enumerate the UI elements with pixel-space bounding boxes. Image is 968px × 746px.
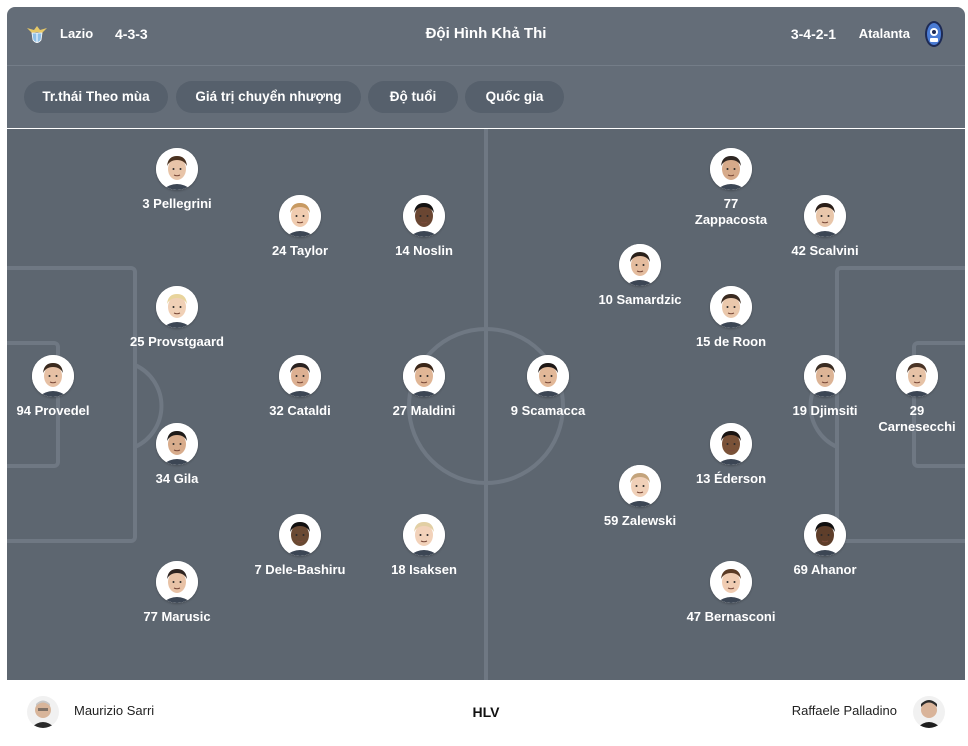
home-player[interactable]: 77 Marusic: [117, 561, 237, 625]
away-player-photo-icon: [710, 286, 752, 328]
away-player[interactable]: 15 de Roon: [671, 286, 791, 350]
coach-label: HLV: [472, 704, 500, 720]
away-player-photo-icon: [896, 355, 938, 397]
away-player[interactable]: 69 Ahanor: [765, 514, 885, 578]
home-player-name: 24 Taylor: [271, 243, 329, 258]
away-player-photo-icon: [804, 514, 846, 556]
home-formation: 4-3-3: [115, 26, 148, 42]
away-player[interactable]: 13 Éderson: [671, 423, 791, 487]
filter-transfer-value[interactable]: Giá trị chuyển nhượng: [176, 81, 361, 113]
away-player-photo-icon: [804, 355, 846, 397]
home-player[interactable]: 7 Dele-Bashiru: [240, 514, 360, 578]
away-coach-name[interactable]: Raffaele Palladino: [791, 703, 897, 718]
away-player-photo-icon: [710, 423, 752, 465]
away-player-name: 13 Éderson: [695, 471, 767, 486]
home-player-photo-icon: [403, 514, 445, 556]
away-player-photo-icon: [710, 148, 752, 190]
lineup-header: Lazio 4-3-3 Đội Hình Khả Thi 3-4-2-1 Ata…: [7, 7, 965, 66]
away-player[interactable]: 77 Zappacosta: [671, 148, 791, 228]
home-player-name: 7 Dele-Bashiru: [254, 562, 346, 577]
home-player-name: 25 Provstgaard: [130, 334, 224, 349]
home-player-photo-icon: [403, 355, 445, 397]
away-player-name: 42 Scalvini: [791, 243, 859, 258]
home-player[interactable]: 27 Maldini: [364, 355, 484, 419]
home-player[interactable]: 94 Provedel: [7, 355, 113, 419]
away-player-name: 69 Ahanor: [793, 562, 857, 577]
home-player[interactable]: 24 Taylor: [240, 195, 360, 259]
home-player-photo-icon: [156, 286, 198, 328]
away-player-photo-icon: [619, 465, 661, 507]
home-player-photo-icon: [156, 561, 198, 603]
home-player-photo-icon: [279, 355, 321, 397]
home-coach-avatar: [27, 696, 59, 728]
home-player-name: 14 Noslin: [395, 243, 453, 258]
away-player-photo-icon: [710, 561, 752, 603]
home-player[interactable]: 3 Pellegrini: [117, 148, 237, 212]
away-player-photo-icon: [619, 244, 661, 286]
filter-country[interactable]: Quốc gia: [465, 81, 564, 113]
home-player[interactable]: 14 Noslin: [364, 195, 484, 259]
pitch-markings: [7, 129, 965, 680]
away-player[interactable]: 42 Scalvini: [765, 195, 885, 259]
home-coach-name[interactable]: Maurizio Sarri: [74, 703, 155, 718]
lineup-title: Đội Hình Khả Thi: [425, 25, 547, 42]
home-player[interactable]: 25 Provstgaard: [117, 286, 237, 350]
home-player-name: 77 Marusic: [143, 609, 211, 624]
away-player-photo-icon: [527, 355, 569, 397]
away-player-name: 77 Zappacosta: [694, 196, 768, 227]
filter-age[interactable]: Độ tuổi: [368, 81, 458, 113]
home-player-name: 27 Maldini: [392, 403, 456, 418]
away-player-name: 47 Bernasconi: [686, 609, 776, 624]
atalanta-logo-icon: [925, 21, 943, 47]
home-team-name[interactable]: Lazio: [60, 26, 94, 41]
filter-season-status[interactable]: Tr.thái Theo mùa: [24, 81, 168, 113]
away-coach-avatar: [913, 696, 945, 728]
away-player-name: 19 Djimsiti: [792, 403, 858, 418]
home-player-name: 3 Pellegrini: [142, 196, 212, 211]
home-player-photo-icon: [279, 514, 321, 556]
away-player-name: 15 de Roon: [695, 334, 767, 349]
lineup-card: Lazio 4-3-3 Đội Hình Khả Thi 3-4-2-1 Ata…: [7, 7, 965, 746]
away-team-name[interactable]: Atalanta: [858, 26, 910, 41]
away-player[interactable]: 19 Djimsiti: [765, 355, 885, 419]
away-player[interactable]: 59 Zalewski: [580, 465, 700, 529]
coach-row: Maurizio Sarri HLV Raffaele Palladino: [7, 680, 965, 746]
filter-bar: Tr.thái Theo mùa Giá trị chuyển nhượng Đ…: [7, 66, 965, 128]
home-player-name: 18 Isaksen: [391, 562, 457, 577]
away-formation: 3-4-2-1: [790, 26, 836, 42]
home-player[interactable]: 34 Gila: [117, 423, 237, 487]
home-player-name: 32 Cataldi: [269, 403, 331, 418]
lazio-logo-icon: [27, 26, 47, 43]
away-player-name: 29 Carnesecchi: [878, 403, 956, 434]
home-player-name: 94 Provedel: [16, 403, 90, 418]
away-player-name: 10 Samardzic: [598, 292, 682, 307]
away-player-name: 9 Scamacca: [510, 403, 586, 418]
away-player[interactable]: 47 Bernasconi: [671, 561, 791, 625]
away-player[interactable]: 10 Samardzic: [580, 244, 700, 308]
home-player-photo-icon: [32, 355, 74, 397]
home-player-photo-icon: [403, 195, 445, 237]
away-player-photo-icon: [804, 195, 846, 237]
home-player[interactable]: 32 Cataldi: [240, 355, 360, 419]
home-player-name: 34 Gila: [155, 471, 199, 486]
home-player[interactable]: 18 Isaksen: [364, 514, 484, 578]
home-player-photo-icon: [156, 423, 198, 465]
away-player[interactable]: 29 Carnesecchi: [857, 355, 965, 435]
pitch: 94 Provedel 3 Pellegrini 25 Provstgaard 34 …: [7, 129, 965, 680]
away-player-name: 59 Zalewski: [603, 513, 677, 528]
home-player-photo-icon: [156, 148, 198, 190]
away-player[interactable]: 9 Scamacca: [488, 355, 608, 419]
home-player-photo-icon: [279, 195, 321, 237]
